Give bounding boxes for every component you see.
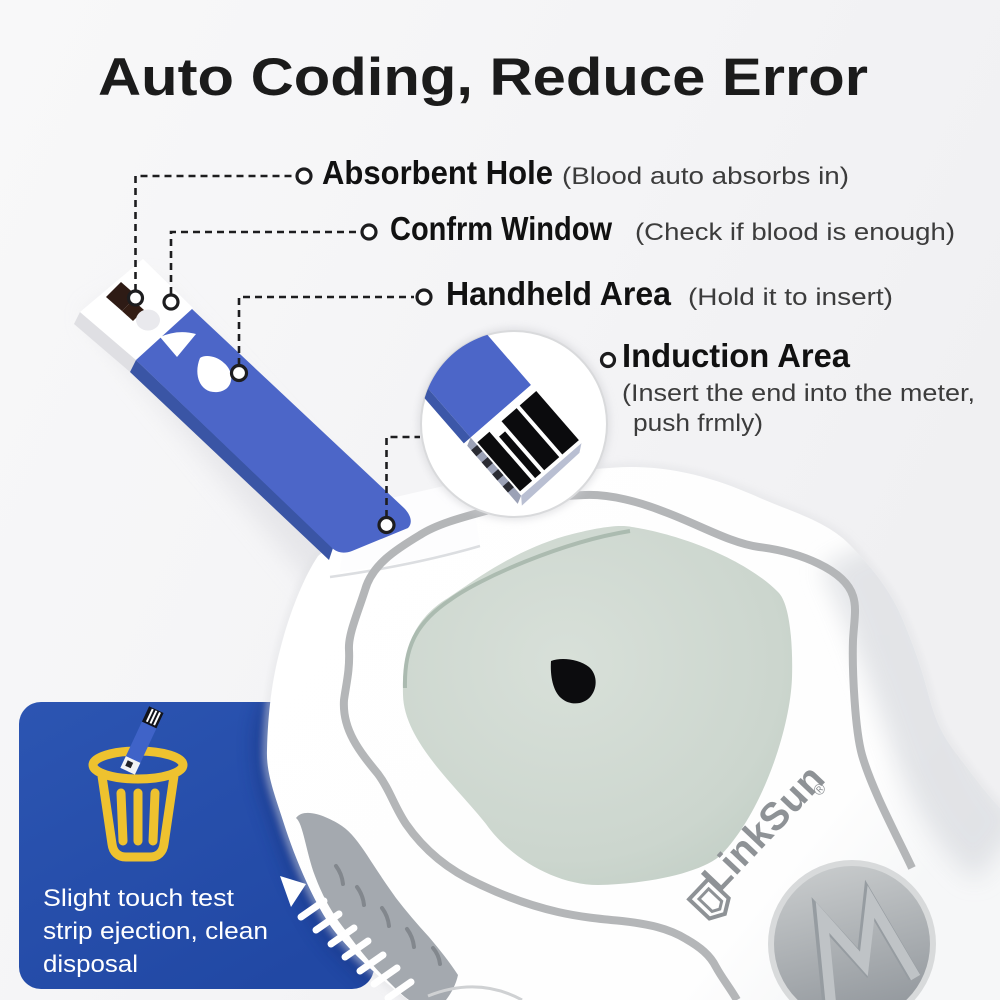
svg-text:strip ejection, clean: strip ejection, clean (43, 918, 268, 945)
svg-text:Auto Coding, Reduce Error: Auto Coding, Reduce Error (98, 48, 868, 107)
svg-text:(Blood auto absorbs in): (Blood auto absorbs in) (562, 163, 849, 190)
svg-text:(Hold it to insert): (Hold it to insert) (688, 284, 893, 311)
svg-text:Slight touch test: Slight touch test (43, 885, 234, 912)
svg-text:Absorbent Hole: Absorbent Hole (322, 154, 553, 191)
svg-text:(Check if blood is enough): (Check if blood is enough) (635, 219, 955, 246)
svg-text:disposal: disposal (43, 951, 138, 978)
svg-text:Handheld Area: Handheld Area (446, 275, 672, 312)
svg-text:push frmly): push frmly) (633, 410, 763, 437)
svg-text:(Insert the end into the meter: (Insert the end into the meter, (622, 380, 975, 407)
svg-text:Confrm Window: Confrm Window (390, 210, 612, 247)
svg-text:Induction Area: Induction Area (622, 337, 851, 374)
